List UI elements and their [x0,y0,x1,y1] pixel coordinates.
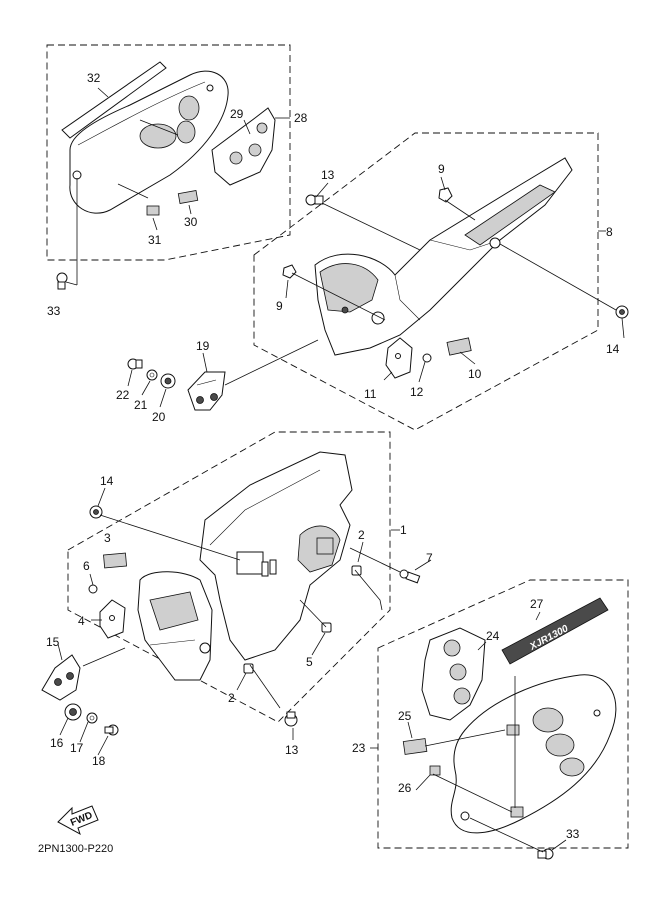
footrest-bracket-right [314,157,573,356]
callout-7: 7 [426,551,433,565]
callout-15: 15 [46,635,60,649]
callout-4: 4 [78,614,85,628]
callout-9-left: 9 [276,299,283,313]
bolt-33-lower [537,848,554,860]
damper-29 [211,107,276,186]
callout-19: 19 [196,339,210,353]
nut-2-lower [243,663,254,674]
nut-9-top [438,187,453,203]
callout-24: 24 [486,629,500,643]
nut-9-left [282,264,297,279]
callout-21: 21 [134,398,148,412]
pad-3 [103,552,128,569]
callout-32-top: 32 [87,71,101,85]
washer-6 [88,584,98,594]
washer-12 [422,353,432,363]
callout-13-top: 13 [321,168,335,182]
callout-9-top: 9 [438,162,445,176]
heel-guard-19 [187,371,226,411]
callout-5: 5 [306,655,313,669]
callout-30: 30 [184,215,198,229]
bolt-33-top [56,272,68,290]
callout-8: 8 [606,225,613,239]
callout-23: 23 [352,741,366,755]
side-cover-plate-right [450,674,617,834]
callout-13-lower: 13 [285,743,299,757]
callout-2-lower: 2 [228,691,235,705]
callout-27: 27 [530,597,544,611]
grommet-14-top [615,305,629,319]
bolt-13-lower [284,711,298,727]
nut-2-right [351,565,362,576]
group-23-side-cover-right: XJR1300 [370,579,629,860]
callout-33-top: 33 [47,304,61,318]
footrest-bracket-left-body [199,451,353,661]
emblem-32 [61,61,167,139]
group-28-side-cover-assembly [46,44,291,290]
grommet-14-lower [89,505,103,519]
pad-31 [146,205,160,216]
callout-31: 31 [148,233,162,247]
fwd-arrow-icon: FWD [57,805,99,836]
callout-14-lower: 14 [100,474,114,488]
heel-guard-15-assembly [41,643,119,756]
pad-30 [177,190,199,204]
callout-29: 29 [230,107,244,121]
callout-25: 25 [398,709,412,723]
washer-17 [86,712,98,724]
callout-20: 20 [152,410,166,424]
bolt-18 [104,724,119,736]
callout-1: 1 [400,523,407,537]
callout-11: 11 [364,387,377,401]
pad-10 [446,337,472,356]
heel-guard-15 [41,654,81,701]
washer-21 [146,369,158,381]
bolt-13-top [305,194,324,206]
heel-guard-19-assembly [127,339,319,411]
callout-labels: 32 29 28 30 31 33 13 9 8 9 14 19 22 21 2… [46,71,620,841]
bolt-7 [399,569,421,584]
callout-6: 6 [83,559,90,573]
damper-24 [421,627,486,721]
diagram-code: 2PN1300-P220 [38,843,113,855]
callout-22: 22 [116,388,130,402]
group-8-rear-footrest-bracket [253,132,629,431]
callout-12: 12 [410,385,424,399]
callout-2-right: 2 [358,528,365,542]
callout-17: 17 [70,741,84,755]
callout-28: 28 [294,111,308,125]
callout-33-lower: 33 [566,827,580,841]
callout-26: 26 [398,781,412,795]
pad-26 [429,765,441,776]
pad-25 [402,738,428,755]
group-1-footrest-bracket-left [67,431,432,740]
emblem-27: XJR1300 [501,597,609,665]
callout-10: 10 [468,367,482,381]
callout-14-top: 14 [606,342,620,356]
callout-16: 16 [50,736,64,750]
callout-18: 18 [92,754,106,768]
callout-3: 3 [104,531,111,545]
side-cover-plate-left [69,70,229,214]
footrest-bracket-left-front [137,571,213,681]
